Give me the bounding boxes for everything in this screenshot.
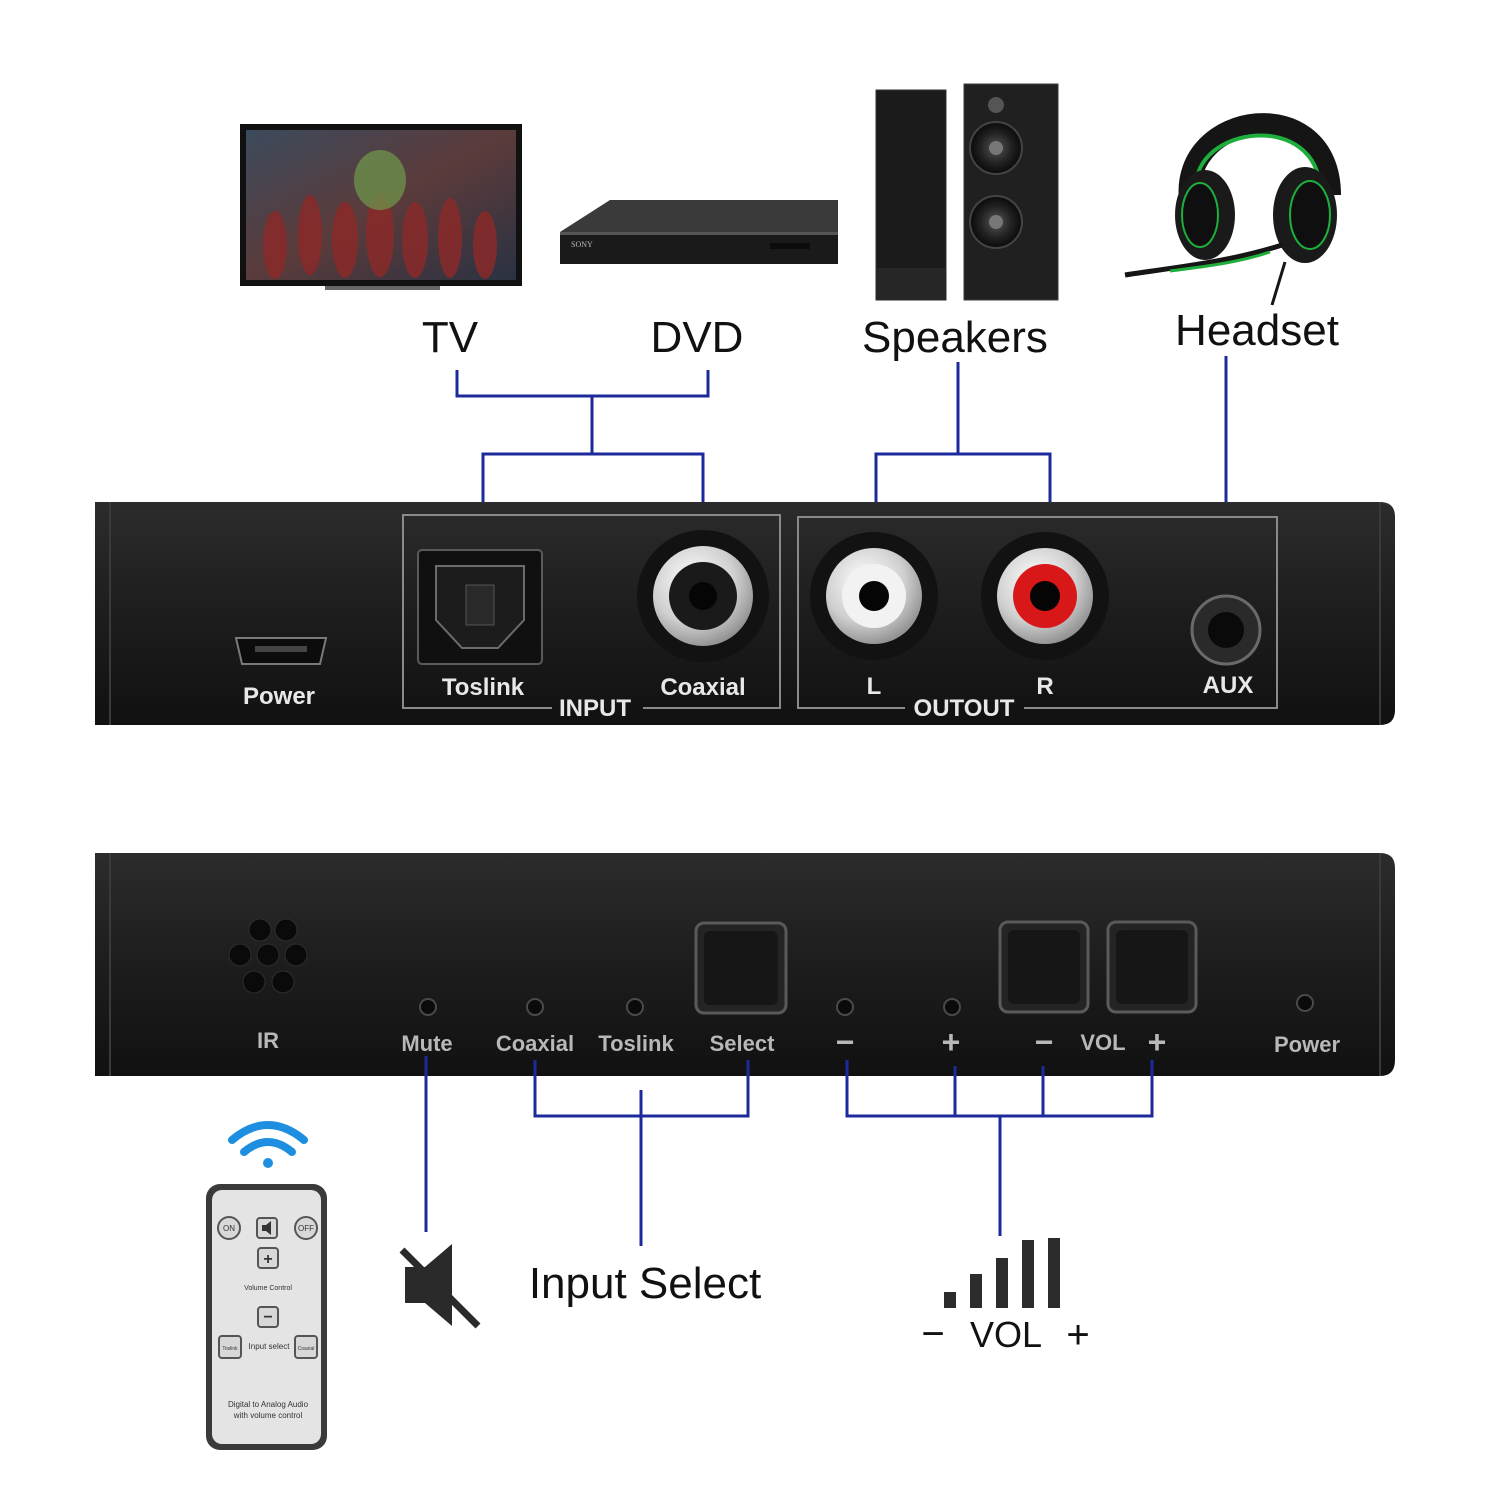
right-rca-port [981,532,1109,660]
volume-up-button[interactable] [1106,920,1198,1014]
aux-jack-label: AUX [1203,672,1254,699]
wireless-signal-icon [228,1121,308,1168]
output-group-label: OUTOUT [914,695,1015,722]
input-group-label: INPUT [559,695,631,722]
toslink-port [417,549,543,665]
aux-jack [1190,594,1262,666]
front-toslink-label: Toslink [598,1031,674,1056]
vol-minus-indicator [836,998,854,1016]
remote-caption-line2: with volume control [233,1411,303,1420]
remote-plus-icon: + [263,1251,272,1268]
front-power-label: Power [1274,1032,1340,1057]
volume-level-icon [944,1238,1060,1308]
toslink-port-label: Toslink [442,674,525,701]
power-port [234,637,328,665]
toslink-indicator [626,998,644,1016]
mute-icon [399,1244,481,1329]
headset-label: Headset [1175,306,1339,355]
dvd-brand-label: SONY [571,240,593,249]
remote-minus-icon: − [263,1309,272,1326]
tv-label: TV [422,313,479,362]
output-group-frame [797,516,1278,709]
indicator-plus-label: + [942,1024,961,1060]
remote-mute-icon [262,1221,271,1235]
remote-coaxial-label: Coaxial [298,1346,315,1352]
select-label: Select [710,1031,775,1056]
input-group-frame [402,514,781,709]
vol-plus-indicator [943,998,961,1016]
right-rca-label: R [1036,673,1053,700]
front-coaxial-label: Coaxial [496,1031,574,1056]
tv-icon [240,124,522,290]
remote-toslink-button [218,1335,242,1359]
vol-minus-label: − [1035,1024,1054,1060]
remote-off-button [294,1216,318,1240]
dvd-player-icon: SONY [560,200,838,264]
headset-icon [1124,113,1341,306]
remote-minus-button [257,1306,279,1328]
ir-label: IR [257,1028,279,1053]
indicator-minus-label: − [836,1024,855,1060]
left-rca-port [810,532,938,660]
bottom-connector-lines [424,1056,1154,1246]
remote-on-label: ON [223,1224,235,1233]
remote-control: ON OFF + Volume Control − Toslink Input … [206,1184,327,1450]
volume-down-button[interactable] [998,920,1090,1014]
left-rca-label: L [867,673,882,700]
remote-on-button [217,1216,241,1240]
bottom-vol-minus-label: − [921,1312,944,1356]
bottom-vol-label: VOL [970,1314,1042,1355]
coaxial-indicator [526,998,544,1016]
input-select-label: Input Select [529,1259,761,1308]
remote-caption-line1: Digital to Analog Audio [228,1400,309,1409]
speakers-icon [875,83,1059,301]
mute-label: Mute [401,1031,452,1056]
remote-toslink-label: Toslink [222,1346,238,1352]
ir-sensor [228,918,308,994]
vol-label: VOL [1080,1030,1125,1055]
dvd-label: DVD [651,313,744,362]
coaxial-port [637,530,769,662]
coaxial-port-label: Coaxial [660,674,745,701]
vol-plus-label: + [1148,1024,1167,1060]
remote-off-label: OFF [298,1224,314,1233]
remote-coaxial-button [294,1335,318,1359]
remote-plus-button [257,1247,279,1269]
power-indicator [1296,994,1314,1012]
remote-volume-control-label: Volume Control [244,1285,292,1292]
mute-indicator [419,998,437,1016]
speakers-label: Speakers [862,313,1048,362]
select-button[interactable] [694,921,788,1015]
remote-input-select-label: Input select [249,1342,291,1351]
bottom-vol-plus-label: + [1066,1313,1089,1357]
rear-power-label: Power [243,683,315,710]
front-indicators [419,994,1314,1016]
